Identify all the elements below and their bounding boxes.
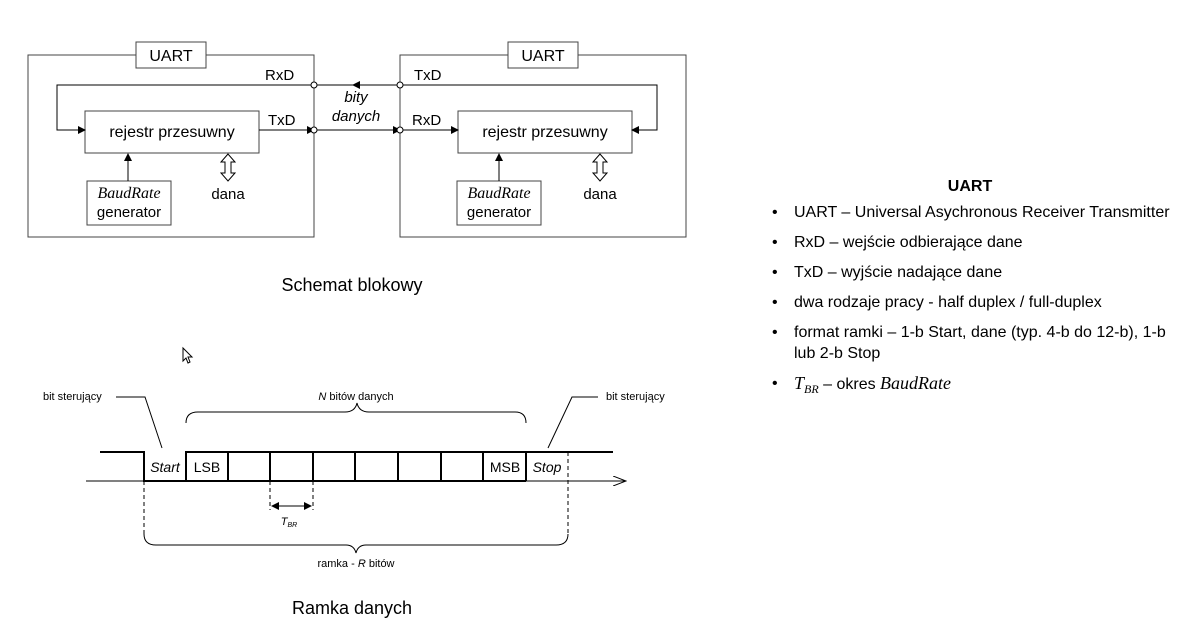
right-txd-label: TxD bbox=[414, 67, 442, 84]
block-diagram-caption: Schemat blokowy bbox=[281, 275, 422, 295]
left-ctrl-leader bbox=[116, 396, 163, 449]
msb-label: MSB bbox=[490, 459, 520, 475]
info-panel: UART UART – Universal Asychronous Receiv… bbox=[760, 178, 1179, 409]
left-uart-label: UART bbox=[149, 48, 192, 65]
lsb-label: LSB bbox=[194, 459, 220, 475]
info-item: RxD – wejście odbierające dane bbox=[772, 232, 1179, 253]
right-ctrl-leader bbox=[547, 396, 598, 449]
left-ctrl-label: bit sterujący bbox=[43, 391, 102, 403]
left-rxd-label: RxD bbox=[265, 67, 294, 84]
left-rxd-line bbox=[56, 84, 314, 134]
left-dana-arrow bbox=[219, 153, 237, 182]
info-list: UART – Universal Asychronous Receiver Tr… bbox=[760, 202, 1179, 400]
frame-brace bbox=[143, 533, 569, 554]
frame-diagram bbox=[86, 396, 626, 554]
start-bit-label: Start bbox=[150, 459, 181, 475]
info-item: dwa rodzaje pracy - half duplex / full-d… bbox=[772, 292, 1179, 313]
tbr-label: TBR bbox=[281, 516, 297, 529]
info-title: UART bbox=[947, 178, 993, 195]
right-uart-label-box bbox=[507, 41, 579, 69]
right-rxd-label: RxD bbox=[412, 112, 441, 129]
info-item: format ramki – 1-b Start, dane (typ. 4-b… bbox=[772, 322, 1179, 364]
block-diagram bbox=[27, 41, 687, 238]
right-baudrate-label: BaudRate bbox=[467, 185, 530, 202]
bus-label-line1: bity bbox=[344, 89, 369, 106]
right-register-label: rejestr przesuwny bbox=[482, 124, 607, 141]
tbr-symbol: T bbox=[794, 373, 805, 393]
right-txd-line bbox=[400, 84, 658, 134]
tbr-text: – okres bbox=[818, 376, 881, 393]
right-dana-arrow bbox=[591, 153, 609, 182]
right-uart-label: UART bbox=[521, 48, 564, 65]
tbr-subscript: BR bbox=[804, 382, 819, 396]
n-bits-label: N bitów danych bbox=[318, 391, 393, 403]
left-uart-label-box bbox=[135, 41, 207, 69]
baudrate-word: BaudRate bbox=[880, 373, 952, 393]
left-txd-label: TxD bbox=[268, 112, 296, 129]
info-item-tbr: TBR – okres BaudRate bbox=[772, 373, 1179, 400]
left-dana-label: dana bbox=[211, 186, 245, 203]
right-dana-label: dana bbox=[583, 186, 617, 203]
n-bits-brace bbox=[185, 402, 527, 424]
right-ctrl-label: bit sterujący bbox=[606, 391, 665, 403]
right-uart-box bbox=[399, 54, 687, 238]
left-generator-label: generator bbox=[97, 204, 161, 221]
stop-bit-label: Stop bbox=[533, 459, 562, 475]
info-item: TxD – wyjście nadające dane bbox=[772, 262, 1179, 283]
info-item: UART – Universal Asychronous Receiver Tr… bbox=[772, 202, 1179, 223]
mouse-cursor-icon bbox=[182, 346, 194, 364]
left-baudrate-label: BaudRate bbox=[97, 185, 160, 202]
frame-caption: Ramka danych bbox=[292, 598, 412, 618]
frame-length-label: ramka - R bitów bbox=[317, 558, 394, 570]
left-baud-generator bbox=[86, 180, 172, 226]
left-register-label: rejestr przesuwny bbox=[109, 124, 234, 141]
bus-label-line2: danych bbox=[332, 108, 380, 125]
right-generator-label: generator bbox=[467, 204, 531, 221]
